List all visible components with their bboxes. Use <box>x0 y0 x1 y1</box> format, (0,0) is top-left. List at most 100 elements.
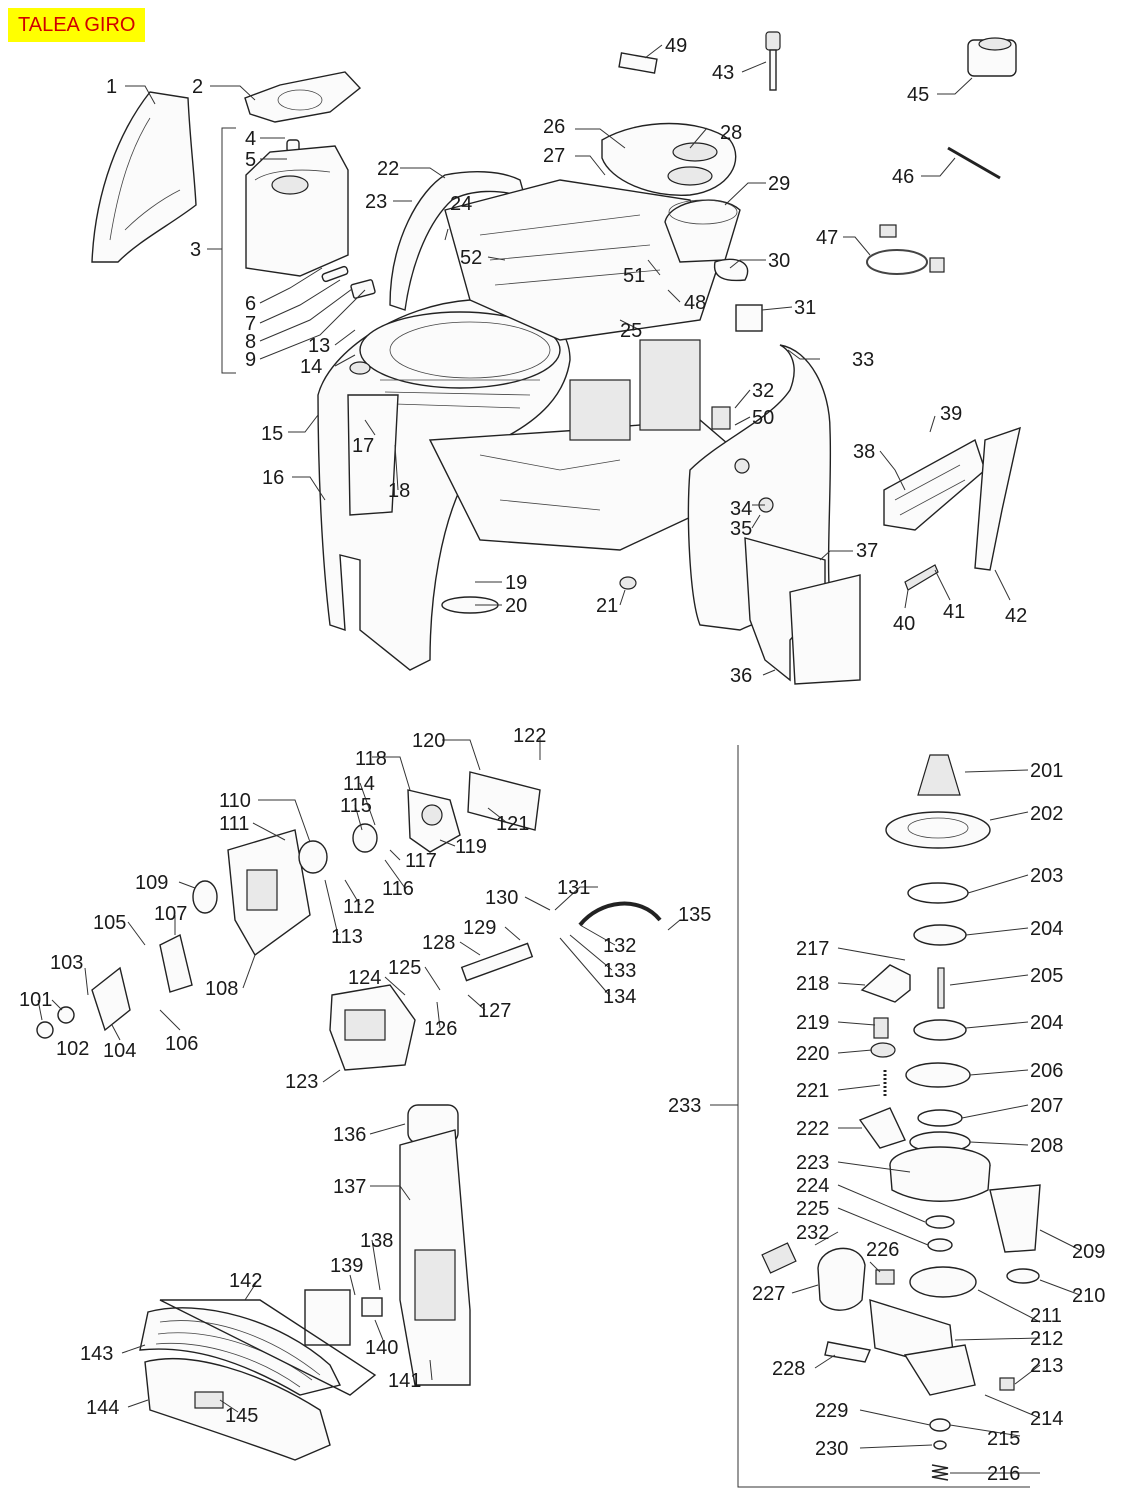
label-130: 130 <box>485 887 518 909</box>
label-107: 107 <box>154 903 187 925</box>
part-45-valve-block <box>967 37 1017 77</box>
label-129: 129 <box>463 917 496 939</box>
label-32: 32 <box>752 380 774 402</box>
label-207: 207 <box>1030 1095 1063 1117</box>
label-118: 118 <box>355 748 387 770</box>
label-211: 211 <box>1030 1305 1062 1327</box>
label-230: 230 <box>815 1438 848 1460</box>
label-40: 40 <box>893 613 915 635</box>
label-35: 35 <box>730 518 752 540</box>
label-228: 228 <box>772 1358 805 1380</box>
part-230-washer <box>933 1440 947 1450</box>
part-131-hose <box>578 901 662 927</box>
part-144-drip-tray <box>144 1358 331 1461</box>
label-106: 106 <box>165 1033 198 1055</box>
label-142: 142 <box>229 1270 262 1292</box>
label-22: 22 <box>377 158 399 180</box>
label-229: 229 <box>815 1400 848 1422</box>
part-203-ring <box>907 882 969 904</box>
part-137-housing <box>399 1129 471 1386</box>
label-141: 141 <box>388 1370 421 1392</box>
label-127: 127 <box>478 1000 511 1022</box>
diagram-title: TALEA GIRO <box>8 8 146 42</box>
label-21: 21 <box>596 595 618 617</box>
part-102-nut <box>57 1006 75 1024</box>
part-228-bracket <box>824 1341 871 1363</box>
part-49-clip <box>618 52 658 74</box>
label-30: 30 <box>768 250 790 272</box>
part-224-ring <box>925 1215 955 1229</box>
label-216: 216 <box>987 1463 1020 1485</box>
label-33: 33 <box>852 349 874 371</box>
label-34: 34 <box>730 498 752 520</box>
part-215-washer <box>929 1418 951 1432</box>
label-217: 217 <box>796 938 829 960</box>
part-113-ring <box>298 840 328 874</box>
label-113: 113 <box>331 926 363 948</box>
part-24-chassis <box>428 179 772 551</box>
label-135: 135 <box>678 904 711 926</box>
part-140-valve <box>361 1297 383 1317</box>
label-47: 47 <box>816 227 838 249</box>
part-108-bracket <box>227 829 311 957</box>
label-13: 13 <box>308 335 330 357</box>
label-143: 143 <box>80 1343 113 1365</box>
part-223-housing <box>889 1146 991 1202</box>
label-29: 29 <box>768 173 790 195</box>
label-5: 5 <box>245 149 256 171</box>
label-132: 132 <box>603 935 636 957</box>
part-123-pump <box>329 984 416 1071</box>
label-46: 46 <box>892 166 914 188</box>
label-202: 202 <box>1030 803 1063 825</box>
label-204-bottom: 204 <box>1030 1012 1063 1034</box>
label-223: 223 <box>796 1152 829 1174</box>
part-227-collar <box>817 1247 866 1311</box>
part-143-grid <box>139 1307 342 1396</box>
grinder-group-bracket <box>737 745 1030 1488</box>
part-2-top-plate <box>244 71 362 123</box>
label-52: 52 <box>460 247 482 269</box>
part-16-front-body <box>317 299 571 671</box>
part-213-knob <box>999 1377 1015 1391</box>
label-15: 15 <box>261 423 283 445</box>
label-222: 222 <box>796 1118 829 1140</box>
label-139: 139 <box>330 1255 363 1277</box>
label-219: 219 <box>796 1012 829 1034</box>
label-124: 124 <box>348 967 381 989</box>
label-18: 18 <box>388 480 410 502</box>
label-37: 37 <box>856 540 878 562</box>
part-204-disk-bottom <box>913 1019 967 1041</box>
part-212-motor <box>869 1299 976 1396</box>
label-19: 19 <box>505 572 527 594</box>
label-16: 16 <box>262 467 284 489</box>
part-6-9-valve <box>321 265 376 299</box>
part-1-side-panel <box>91 91 197 263</box>
label-131: 131 <box>557 877 590 899</box>
label-201: 201 <box>1030 760 1063 782</box>
part-30-ring <box>713 258 749 282</box>
part-101-nut <box>36 1021 54 1039</box>
part-36-drip-cover <box>744 537 861 685</box>
part-232-brush <box>761 1242 797 1274</box>
label-110: 110 <box>219 790 251 812</box>
label-117: 117 <box>405 850 437 872</box>
label-4: 4 <box>245 128 256 150</box>
part-21-foot <box>619 576 637 590</box>
label-14: 14 <box>300 356 322 378</box>
part-42-side-cover <box>974 426 1021 571</box>
part-104-cover <box>91 966 131 1032</box>
label-209: 209 <box>1072 1241 1105 1263</box>
label-227: 227 <box>752 1283 785 1305</box>
label-39: 39 <box>940 403 962 425</box>
part-218-bracket <box>860 964 911 1003</box>
label-232: 232 <box>796 1222 829 1244</box>
part-211-burr <box>909 1266 977 1298</box>
label-212: 212 <box>1030 1328 1063 1350</box>
label-45: 45 <box>907 84 929 106</box>
label-206: 206 <box>1030 1060 1063 1082</box>
part-204-disk-top <box>913 924 967 946</box>
label-204-top: 204 <box>1030 918 1063 940</box>
label-9: 9 <box>245 349 256 371</box>
label-51: 51 <box>623 265 645 287</box>
